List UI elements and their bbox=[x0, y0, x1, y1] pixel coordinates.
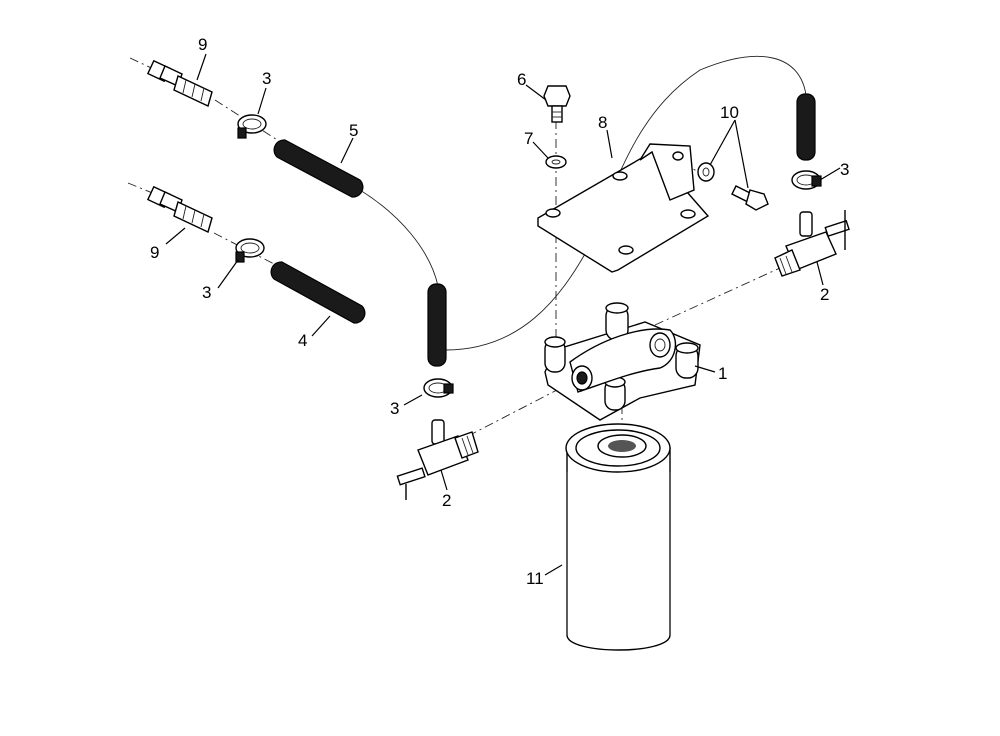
hose-4 bbox=[270, 261, 366, 324]
callout-11: 11 bbox=[526, 569, 544, 588]
tee-valve-right bbox=[774, 210, 850, 277]
hose-vertical-right bbox=[796, 93, 816, 161]
callout-5: 5 bbox=[349, 121, 358, 140]
callout-7: 7 bbox=[524, 129, 533, 148]
hose-vertical-center bbox=[427, 283, 447, 367]
callout-3-right: 3 bbox=[840, 160, 849, 179]
callout-leaders bbox=[165, 53, 841, 576]
tee-valve-left bbox=[396, 419, 479, 500]
callout-1: 1 bbox=[718, 364, 727, 383]
callout-3-upper-left: 3 bbox=[262, 69, 271, 88]
callout-4: 4 bbox=[298, 331, 307, 350]
callout-3-lower-left: 3 bbox=[202, 283, 211, 302]
hose-barb-fitting-upper bbox=[146, 59, 213, 107]
callout-9-upper: 9 bbox=[198, 35, 207, 54]
callout-3-center: 3 bbox=[390, 399, 399, 418]
callout-labels: 9 3 5 6 7 8 10 3 2 1 9 3 4 3 2 11 bbox=[150, 35, 849, 588]
callout-2-right: 2 bbox=[820, 285, 829, 304]
washer-and-bolt-10 bbox=[697, 162, 769, 211]
callout-2-left: 2 bbox=[442, 491, 451, 510]
filter-cartridge-11 bbox=[565, 423, 671, 651]
callout-10: 10 bbox=[720, 103, 739, 122]
hose-clamp-right bbox=[791, 170, 822, 190]
filter-head-1 bbox=[544, 302, 701, 421]
hose-clamp-center bbox=[423, 378, 454, 398]
callout-8: 8 bbox=[598, 113, 607, 132]
washer-7 bbox=[545, 155, 567, 169]
hose-barb-fitting-lower bbox=[146, 185, 213, 233]
assembly-lines bbox=[127, 55, 807, 440]
hose-clamp-lower-left bbox=[235, 238, 265, 263]
callout-9-lower: 9 bbox=[150, 243, 159, 262]
bolt-6 bbox=[543, 85, 571, 123]
callout-6: 6 bbox=[517, 70, 526, 89]
mounting-bracket-8 bbox=[537, 143, 710, 273]
hose-5 bbox=[273, 139, 364, 198]
hose-clamp-upper-left bbox=[237, 114, 267, 139]
